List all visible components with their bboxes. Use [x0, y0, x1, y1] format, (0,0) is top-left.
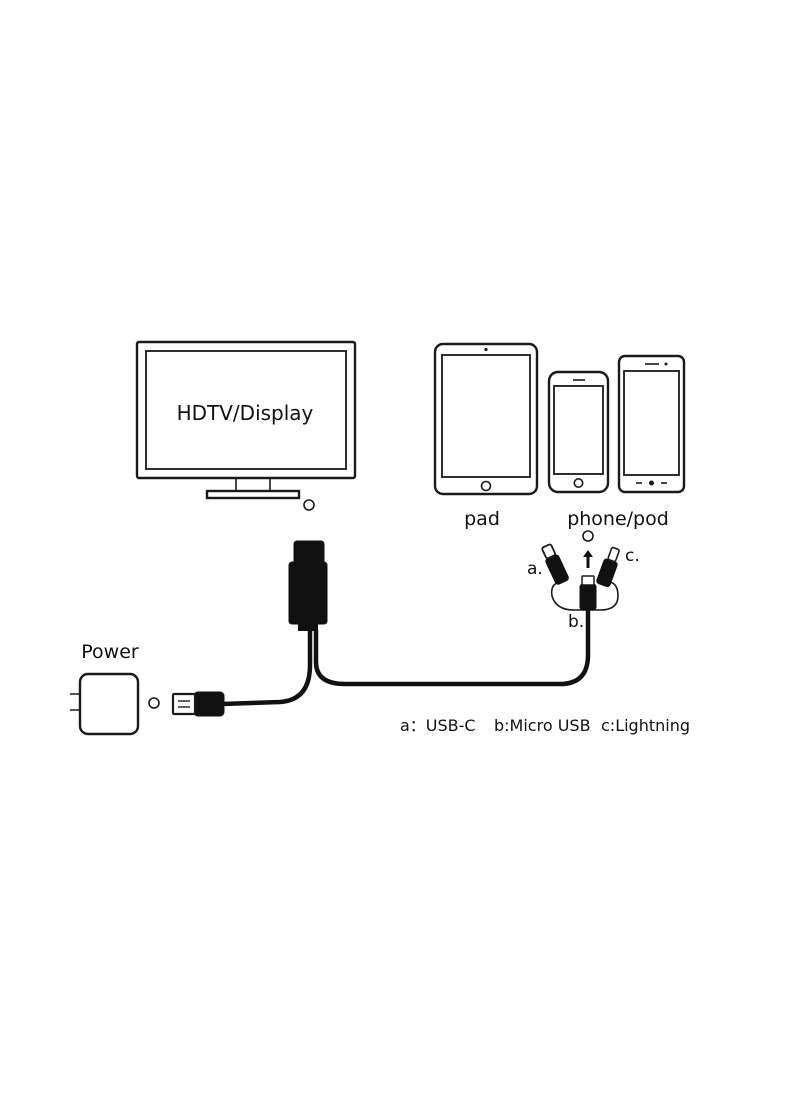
phone-pod-label: phone/pod	[567, 508, 669, 530]
power-label: Power	[81, 641, 139, 663]
tall-phone-device	[617, 354, 686, 494]
tv-stand-base	[205, 489, 301, 500]
connector-a-label: a.	[527, 559, 543, 579]
up-arrow-icon	[583, 550, 593, 568]
cable-hdmi-to-adapter	[313, 607, 591, 687]
tall-phone-key-center	[649, 480, 654, 486]
pad-device: pad	[433, 342, 539, 530]
power-prongs	[70, 693, 80, 711]
connection-ring-phone	[582, 530, 594, 542]
legend-lightning: c:Lightning	[601, 716, 690, 735]
hdtv-label: HDTV/Display	[177, 401, 314, 425]
lightning-tip	[596, 546, 620, 588]
cable-hdmi-to-usb	[219, 628, 313, 707]
legend-usb-c: a：USB-C	[400, 716, 476, 735]
pad-camera-icon	[484, 347, 488, 352]
tall-phone-camera-icon	[664, 362, 668, 366]
connection-ring-tv	[303, 499, 315, 511]
usb-c-tip	[541, 543, 569, 585]
hdtv-display: HDTV/Display	[135, 340, 357, 500]
connector-c-label: c.	[625, 546, 640, 566]
power-adapter: Power	[70, 641, 140, 736]
connection-ring-power	[148, 697, 160, 709]
multi-connector-adapter	[541, 530, 620, 611]
legend-micro-usb: b:Micro USB	[494, 716, 591, 735]
small-phone-device	[547, 370, 610, 494]
hdmi-connector	[288, 540, 328, 631]
small-phone-home-button	[573, 477, 584, 488]
micro-usb-tip	[579, 575, 597, 611]
usb-a-plug	[171, 691, 225, 717]
connector-b-label: b.	[568, 612, 584, 632]
pad-label: pad	[464, 508, 500, 530]
pad-home-button	[480, 480, 492, 492]
